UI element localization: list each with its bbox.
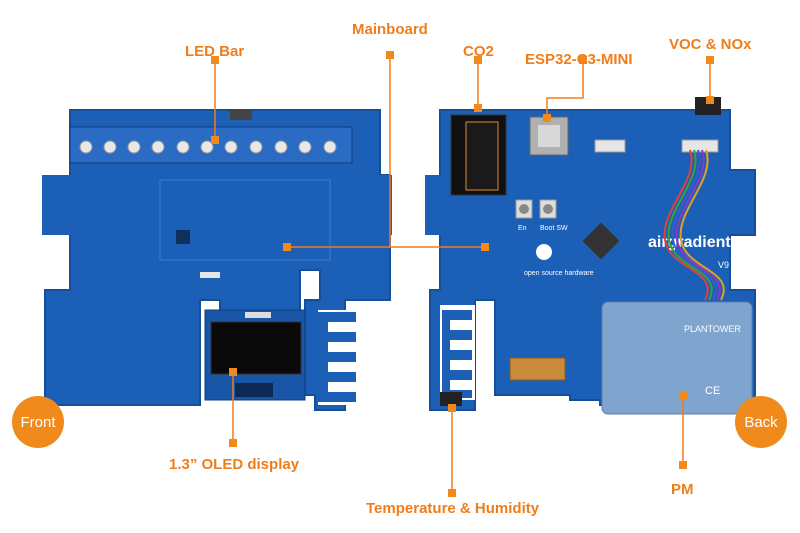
oled-label: 1.3” OLED display [169, 456, 300, 473]
esp32-module [529, 116, 569, 156]
led-bar-label: LED Bar [185, 43, 245, 60]
esp32-label: ESP32-C3-MINI [525, 51, 633, 68]
brand-text: airgradient [648, 234, 731, 251]
temp-humidity-label: Temperature & Humidity [366, 500, 540, 517]
en-label: En [518, 225, 527, 232]
callouts [214, 55, 711, 493]
back-sensor-comb [440, 305, 475, 400]
callout-dots [211, 51, 714, 497]
front-sensor-comb [318, 310, 356, 405]
co2-label: CO2 [463, 43, 494, 60]
ce-mark: CE [705, 385, 720, 397]
led-row [79, 140, 337, 154]
oled-module [204, 309, 306, 401]
mainboard-label: Mainboard [352, 21, 428, 38]
back-board: En Boot SW open source hardware airgradi… [425, 97, 756, 415]
co2-sensor [450, 114, 507, 196]
voc-nox-label: VOC & NOx [669, 36, 752, 53]
back-badge: Back [735, 396, 787, 448]
front-board [42, 109, 392, 411]
plantower-text: PLANTOWER [684, 324, 741, 334]
front-badge: Front [12, 396, 64, 448]
boot-label: Boot SW [540, 225, 568, 232]
version-text: V9 [718, 260, 729, 270]
pm-sensor: PLANTOWER CE [601, 301, 753, 415]
pm-label: PM [671, 481, 694, 498]
open-source-label: open source hardware [524, 270, 594, 277]
